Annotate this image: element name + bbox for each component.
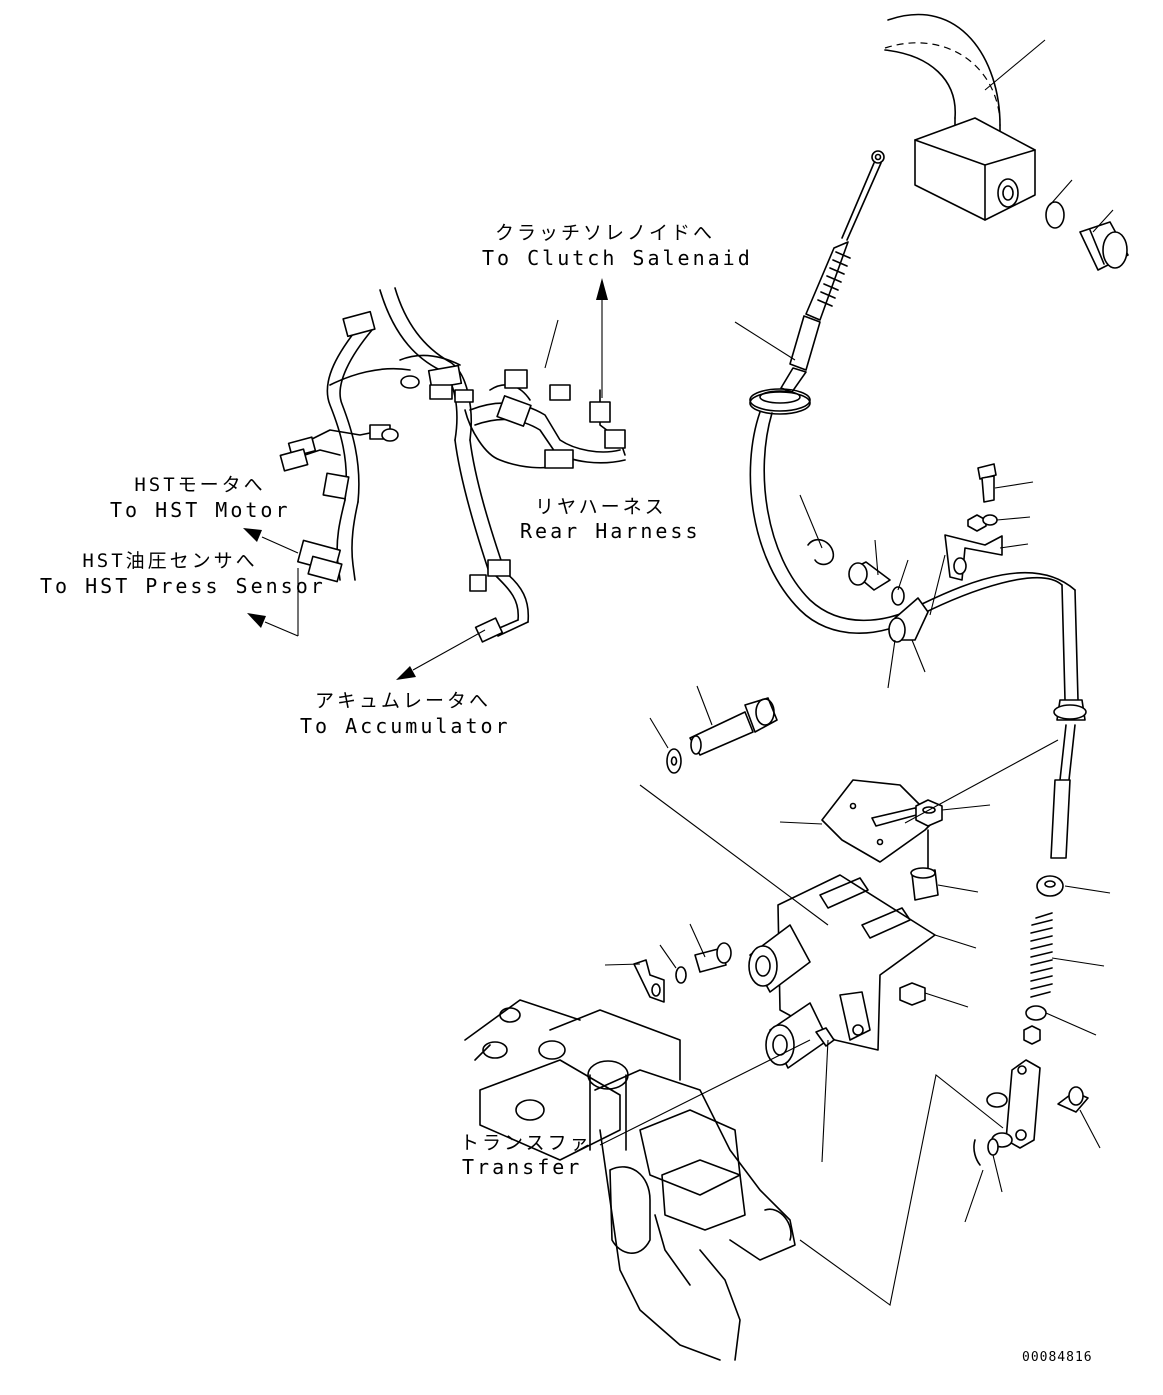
hst-motor-label-jp: HSTモータへ bbox=[134, 474, 266, 496]
accumulator-label-jp: アキュムレータへ bbox=[315, 690, 492, 712]
transfer-label-en: Transfer bbox=[462, 1155, 583, 1179]
arrow-to-accumulator bbox=[396, 629, 486, 680]
mounting-washer bbox=[649, 717, 682, 774]
hst-sensor-label-en: To HST Press Sensor bbox=[40, 574, 326, 598]
cable-clamp bbox=[887, 597, 929, 689]
pin-washer bbox=[987, 1138, 1003, 1193]
assembly-lines bbox=[599, 739, 1059, 1306]
arrow-to-hst-sensor bbox=[247, 613, 299, 637]
cotter-pin bbox=[964, 1139, 984, 1223]
rubber-mount bbox=[910, 867, 979, 901]
main-bracket bbox=[748, 874, 977, 1069]
hst-sensor-label-jp: HST油圧センサへ bbox=[82, 550, 258, 572]
bracket-bolt bbox=[977, 463, 1034, 503]
cover-plate bbox=[779, 779, 936, 863]
clamp-bracket bbox=[929, 514, 1029, 616]
nut-lower bbox=[899, 982, 969, 1008]
drawing-code: 00084816 bbox=[1022, 1350, 1093, 1365]
o-ring bbox=[1045, 201, 1065, 229]
clip bbox=[799, 494, 835, 566]
link-nut bbox=[1023, 1025, 1041, 1045]
pipe-block bbox=[914, 117, 1036, 221]
small-bolt bbox=[689, 923, 732, 973]
harness-leaders bbox=[297, 319, 559, 636]
clamp-bolt bbox=[848, 539, 891, 591]
arrow-to-clutch bbox=[596, 278, 608, 398]
plug bbox=[1079, 221, 1129, 271]
hst-motor-label-en: To HST Motor bbox=[110, 498, 291, 522]
rear-harness-label-en: Rear Harness bbox=[520, 519, 701, 543]
lever-link bbox=[986, 1059, 1041, 1149]
cable-leaders bbox=[734, 321, 796, 361]
transfer-label-jp: トランスファ bbox=[460, 1132, 592, 1154]
transfer-housing bbox=[464, 999, 796, 1361]
arrow-to-hst-motor bbox=[243, 528, 299, 554]
mounting-bolt bbox=[689, 685, 778, 756]
control-cable bbox=[749, 150, 1087, 859]
clevis-pin bbox=[1057, 1086, 1101, 1149]
small-washer bbox=[659, 944, 687, 984]
bracket-washer bbox=[982, 514, 1031, 526]
rear-harness-label-jp: リヤハーネス bbox=[535, 496, 667, 518]
small-bracket bbox=[604, 959, 665, 1003]
clamp-washer bbox=[891, 559, 909, 606]
grease-nipple bbox=[815, 1027, 835, 1163]
clutch-label-jp: クラッチソレノイドへ bbox=[494, 222, 715, 244]
spring bbox=[1030, 912, 1105, 998]
rear-harness bbox=[279, 287, 626, 643]
clutch-label-en: To Clutch Salenaid bbox=[482, 246, 753, 270]
link-washer bbox=[1025, 1005, 1097, 1036]
spring-seat bbox=[1036, 875, 1111, 897]
transfer-leader bbox=[569, 1144, 589, 1156]
accumulator-label-en: To Accumulator bbox=[300, 714, 511, 738]
nut-upper bbox=[915, 799, 991, 827]
leader-lines-top-right bbox=[984, 39, 1114, 233]
